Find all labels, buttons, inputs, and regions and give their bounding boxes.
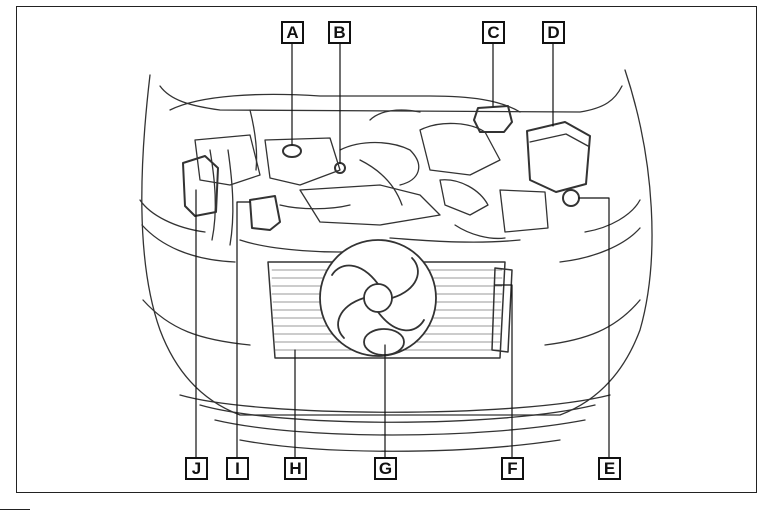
- callout-e: E: [598, 457, 621, 480]
- engine-compartment-illustration: [139, 41, 653, 459]
- condenser: [491, 267, 513, 353]
- figure-frame: [16, 6, 757, 493]
- callout-j: J: [185, 457, 208, 480]
- fuse-box: [526, 121, 591, 193]
- callout-b: B: [328, 21, 351, 44]
- callout-h: H: [284, 457, 307, 480]
- coolant-reservoir: [249, 195, 281, 231]
- callout-a: A: [281, 21, 304, 44]
- page-corner-mark: [0, 509, 30, 510]
- leader-lines: [195, 41, 610, 459]
- washer-fluid-tank: [182, 155, 219, 217]
- vehicle-body-outline: [139, 69, 653, 452]
- oil-filler-cap: [282, 144, 302, 158]
- callout-f: F: [501, 457, 524, 480]
- brake-fluid-reservoir: [473, 105, 513, 133]
- callout-g: G: [374, 457, 397, 480]
- callout-d: D: [542, 21, 565, 44]
- cooling-fan: [319, 239, 437, 357]
- engine-parts: [169, 93, 549, 253]
- callout-i: I: [226, 457, 249, 480]
- callout-c: C: [482, 21, 505, 44]
- battery-terminal: [562, 189, 580, 207]
